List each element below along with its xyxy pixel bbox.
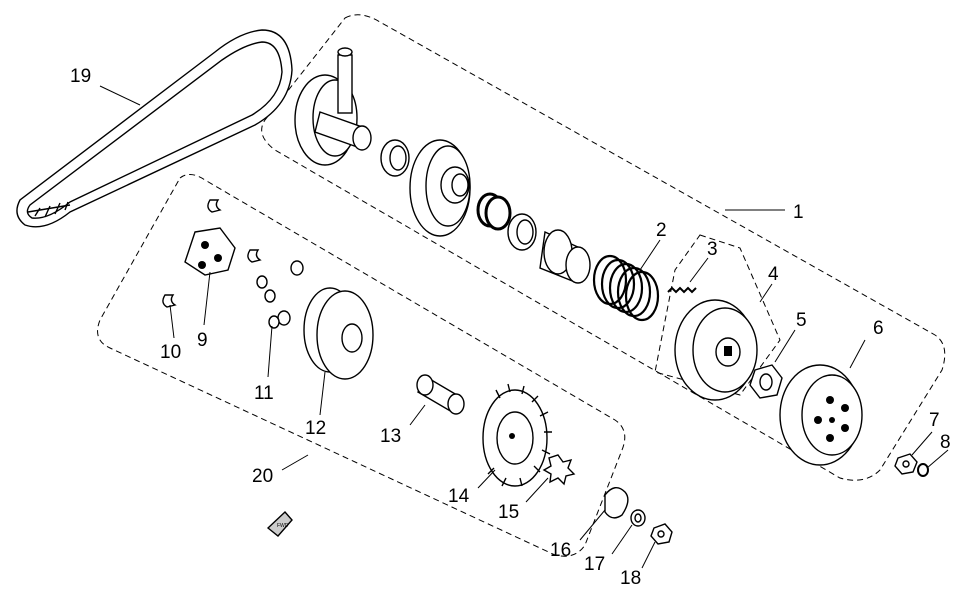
callout-16: 16 (550, 540, 571, 561)
fwd-stamp-text: FWD (277, 523, 289, 529)
fixed-drive-face-with-shaft (294, 47, 372, 166)
clutch-outer-bell (779, 364, 863, 466)
bearing-ring (380, 139, 410, 177)
fwd-marker: FWD (266, 510, 293, 537)
callout-2: 2 (656, 220, 667, 241)
callout-19: 19 (70, 66, 91, 87)
callout-13: 13 (380, 426, 401, 447)
movable-drive-face (303, 287, 374, 380)
callout-4: 4 (768, 264, 779, 285)
group-outline-clutch-shoe (654, 234, 781, 396)
callout-3: 3 (707, 239, 718, 260)
callout-15: 15 (498, 502, 519, 523)
callout-8: 8 (940, 432, 951, 453)
torque-spring (592, 254, 660, 322)
ramp-plate (184, 227, 236, 276)
callout-10: 10 (160, 342, 181, 363)
group-outline-clutch (261, 14, 946, 481)
o-rings (476, 192, 512, 231)
callout-12: 12 (305, 418, 326, 439)
callout-17: 17 (584, 554, 605, 575)
leader-lines (99, 85, 949, 569)
shoe-spring (667, 286, 697, 294)
slider-clips (162, 199, 262, 308)
star-washer (542, 454, 576, 486)
callout-11: 11 (254, 383, 274, 404)
flat-washer (630, 509, 646, 527)
drive-belt (16, 29, 293, 228)
seal-ring (507, 213, 537, 251)
cooling-fan-drive-face (482, 383, 552, 487)
group-outline-variator (97, 174, 626, 557)
callout-18: 18 (620, 568, 641, 589)
collar-sleeve (539, 229, 591, 284)
nut-18 (650, 523, 673, 545)
callout-7: 7 (929, 410, 940, 431)
clutch-shoe-assembly (674, 299, 758, 401)
callout-6: 6 (873, 318, 884, 339)
callout-5: 5 (796, 310, 807, 331)
callout-9: 9 (197, 330, 208, 351)
nut-7 (894, 453, 918, 475)
clutch-nut (749, 364, 783, 399)
callout-20: 20 (252, 466, 273, 487)
washer-8 (917, 463, 929, 477)
roller-weights (256, 260, 304, 329)
callout-1: 1 (793, 202, 804, 223)
callout-14: 14 (448, 486, 470, 507)
cam-washer (604, 487, 629, 519)
driven-face-pulley (409, 139, 471, 237)
drive-bushing (416, 374, 465, 415)
